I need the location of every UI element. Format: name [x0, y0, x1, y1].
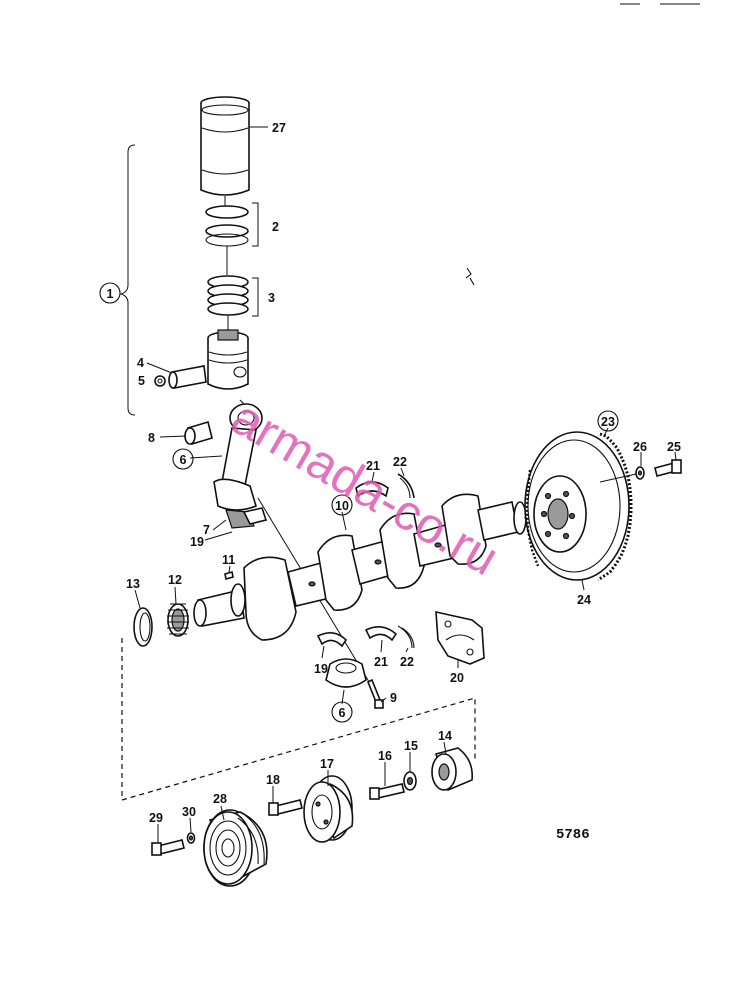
- part-label-11: 11: [222, 553, 235, 567]
- part-label-28: 28: [213, 792, 227, 806]
- part-label-25: 25: [667, 440, 681, 454]
- flywheel: [524, 431, 630, 581]
- part-label-19-lower: 19: [314, 662, 328, 676]
- callout-circle-6-lower: [331, 701, 353, 723]
- part-label-19-upper: 19: [190, 535, 204, 549]
- front-group-bracket: [121, 638, 476, 801]
- part-label-5: 5: [138, 374, 145, 388]
- part-label-9: 9: [390, 691, 397, 705]
- seal-ring: [133, 607, 153, 647]
- part-label-14: 14: [438, 729, 452, 743]
- leader-lines: [134, 126, 677, 843]
- callout-circle-1: [99, 282, 121, 304]
- part-label-21-upper: 21: [366, 459, 380, 473]
- circlip: [154, 375, 166, 387]
- vibration-damper: [303, 775, 354, 843]
- callout-circle-23: [597, 410, 619, 432]
- part-label-16: 16: [378, 749, 392, 763]
- part-label-13: 13: [126, 577, 140, 591]
- connecting-rod-bolt: [366, 678, 384, 709]
- belt-pulley: [203, 809, 268, 887]
- pulley-screw: [151, 839, 185, 856]
- part-label-1: 1: [107, 287, 114, 301]
- stray-mark: [465, 267, 475, 286]
- part-label-29: 29: [149, 811, 163, 825]
- main-bearing-cap: [435, 610, 485, 665]
- part-label-17: 17: [320, 757, 334, 771]
- part-label-4: 4: [137, 356, 144, 370]
- ring-gear: [525, 432, 633, 582]
- timing-gear: [167, 603, 189, 637]
- part-label-22-lower: 22: [400, 655, 414, 669]
- part-label-30: 30: [182, 805, 196, 819]
- small-end-bushing: [184, 420, 213, 446]
- part-label-10: 10: [335, 499, 349, 513]
- center-bolt: [369, 783, 405, 800]
- part-label-23: 23: [601, 415, 615, 429]
- damper-screw: [268, 799, 303, 816]
- part-label-18: 18: [266, 773, 280, 787]
- key: [224, 570, 234, 581]
- part-label-21-lower: 21: [374, 655, 388, 669]
- part-label-2: 2: [272, 220, 279, 234]
- callout-circle-10: [331, 494, 353, 516]
- crankshaft-hub: [431, 747, 474, 792]
- part-label-20: 20: [450, 671, 464, 685]
- part-label-7: 7: [203, 523, 210, 537]
- main-bearing-upper: [355, 473, 415, 499]
- assembly-brace: [119, 144, 136, 416]
- hub-washer: [403, 771, 417, 791]
- part-label-26: 26: [633, 440, 647, 454]
- flywheel-bolt: [599, 459, 682, 483]
- part-label-15: 15: [404, 739, 418, 753]
- flywheel-washer: [635, 466, 645, 480]
- part-label-12: 12: [168, 573, 182, 587]
- part-label-24: 24: [577, 593, 591, 607]
- crankshaft: [193, 493, 553, 641]
- part-label-27: 27: [272, 121, 286, 135]
- part-label-22-upper: 22: [393, 455, 407, 469]
- callout-circle-6-upper: [172, 448, 194, 470]
- figure-number: 5786: [556, 827, 590, 843]
- piston-pin: [168, 365, 207, 389]
- part-label-6-lower: 6: [339, 706, 346, 720]
- compression-rings: [205, 202, 259, 275]
- main-bearing-lower: [364, 625, 415, 649]
- connecting-rod-cap: [316, 632, 367, 688]
- oil-rings: [207, 275, 259, 330]
- part-label-3: 3: [268, 291, 275, 305]
- piston: [207, 329, 249, 390]
- part-label-8: 8: [148, 431, 155, 445]
- pulley-washer: [186, 832, 196, 844]
- connecting-rod: [213, 403, 381, 701]
- cylinder-liner: [200, 96, 250, 208]
- part-label-6-upper: 6: [180, 453, 187, 467]
